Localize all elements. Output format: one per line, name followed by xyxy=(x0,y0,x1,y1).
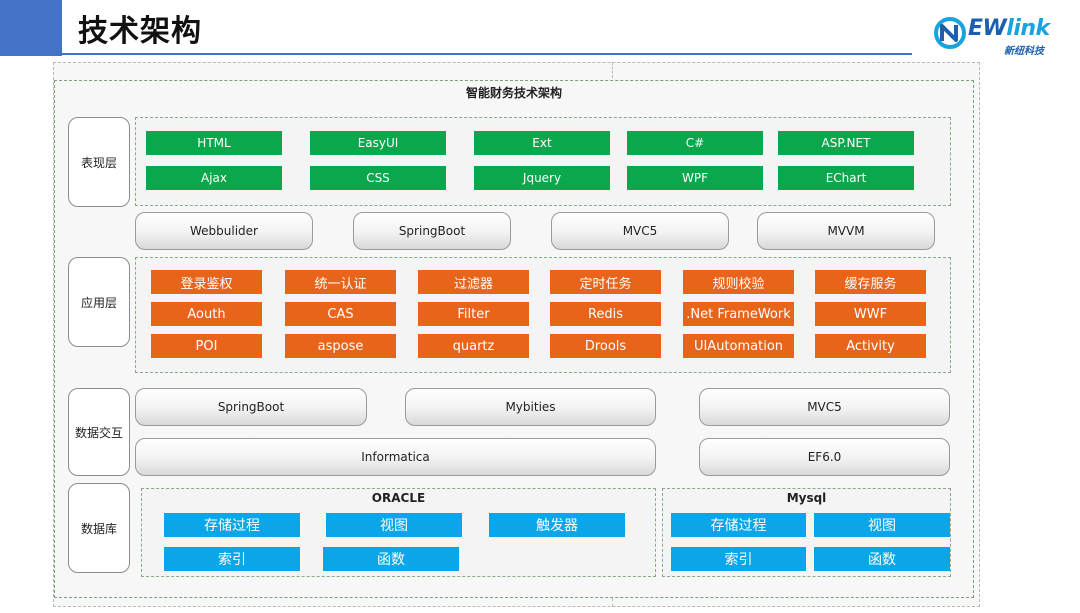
service-cell: CAS xyxy=(285,302,396,326)
frame-guide-bottom xyxy=(612,598,613,607)
service-cell: Redis xyxy=(550,302,661,326)
tech-cell: EChart xyxy=(778,166,914,190)
logo-word-b: link xyxy=(1006,16,1050,41)
logo-word-a: EW xyxy=(968,16,1007,41)
tech-cell: EasyUI xyxy=(310,131,446,155)
service-cell: Filter xyxy=(418,302,529,326)
service-cell: Aouth xyxy=(151,302,262,326)
page-title: 技术架构 xyxy=(78,14,202,49)
mysql-cell: 索引 xyxy=(671,547,806,571)
framework-pill: Webbulider xyxy=(135,212,313,250)
data-exchange-pill: Mybities xyxy=(405,388,656,426)
header-accent-bar xyxy=(0,0,62,56)
oracle-cell: 函数 xyxy=(323,547,459,571)
service-cell: Drools xyxy=(550,334,661,358)
layer-label-database: 数据库 xyxy=(68,483,130,573)
layer-label-data-exchange: 数据交互 xyxy=(68,388,130,476)
mysql-cell: 视图 xyxy=(814,513,950,537)
tech-cell: HTML xyxy=(146,131,282,155)
tech-cell: WPF xyxy=(627,166,763,190)
service-cell: 登录鉴权 xyxy=(151,270,262,294)
service-cell: .Net FrameWork xyxy=(683,302,794,326)
framework-pill: SpringBoot xyxy=(353,212,511,250)
tech-cell: ASP.NET xyxy=(778,131,914,155)
company-logo: EWlink 新纽科技 xyxy=(932,14,1062,58)
mysql-cell: 存储过程 xyxy=(671,513,806,537)
tech-cell: Ajax xyxy=(146,166,282,190)
service-cell: POI xyxy=(151,334,262,358)
service-cell: WWF xyxy=(815,302,926,326)
tech-cell: C# xyxy=(627,131,763,155)
service-cell: quartz xyxy=(418,334,529,358)
header-divider xyxy=(62,53,912,55)
framework-pill: MVVM xyxy=(757,212,935,250)
framework-pill: MVC5 xyxy=(551,212,729,250)
frame-guide-top xyxy=(612,62,613,78)
mysql-cell: 函数 xyxy=(814,547,950,571)
layer-label-application: 应用层 xyxy=(68,257,130,347)
service-cell: UIAutomation xyxy=(683,334,794,358)
service-cell: 缓存服务 xyxy=(815,270,926,294)
oracle-cell: 索引 xyxy=(164,547,300,571)
tech-cell: Jquery xyxy=(474,166,610,190)
oracle-cell: 触发器 xyxy=(489,513,625,537)
logo-mark-icon xyxy=(934,17,966,49)
oracle-cell: 存储过程 xyxy=(164,513,300,537)
data-exchange-pill: EF6.0 xyxy=(699,438,950,476)
service-cell: aspose xyxy=(285,334,396,358)
data-exchange-pill: SpringBoot xyxy=(135,388,367,426)
service-cell: 规则校验 xyxy=(683,270,794,294)
service-cell: Activity xyxy=(815,334,926,358)
layer-label-presentation: 表现层 xyxy=(68,117,130,207)
oracle-cell: 视图 xyxy=(326,513,462,537)
data-exchange-pill: Informatica xyxy=(135,438,656,476)
service-cell: 统一认证 xyxy=(285,270,396,294)
oracle-title: ORACLE xyxy=(371,491,426,505)
diagram-title: 智能财务技术架构 xyxy=(465,86,562,100)
service-cell: 定时任务 xyxy=(550,270,661,294)
logo-subtitle: 新纽科技 xyxy=(1004,46,1044,57)
service-cell: 过滤器 xyxy=(418,270,529,294)
data-exchange-pill: MVC5 xyxy=(699,388,950,426)
tech-cell: CSS xyxy=(310,166,446,190)
tech-cell: Ext xyxy=(474,131,610,155)
diagram-inner-frame xyxy=(54,80,974,598)
logo-wordmark: EWlink xyxy=(968,16,1050,41)
mysql-title: Mysql xyxy=(786,491,827,505)
